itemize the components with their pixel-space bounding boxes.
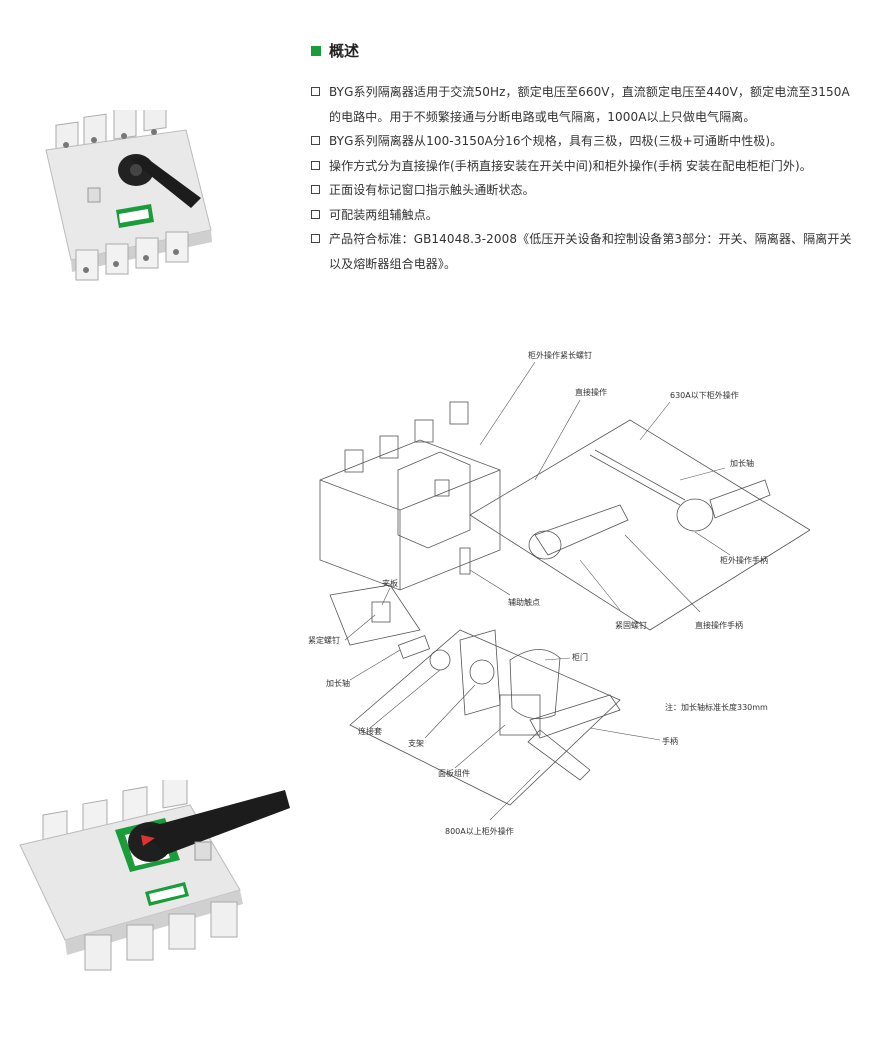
isolator-switch-photo-small [45, 110, 212, 281]
overview-list: BYG系列隔离器适用于交流50Hz，额定电压至660V，直流额定电压至440V，… [311, 80, 856, 276]
list-item: 产品符合标准：GB14048.3-2008《低压开关设备和控制设备第3部分：开关… [311, 227, 856, 276]
label-bracket: 支架 [408, 738, 424, 748]
bullet-text: 可配装两组辅触点。 [329, 207, 438, 222]
heading-square-icon [311, 45, 321, 56]
bullet-text: 正面设有标记窗口指示触头通断状态。 [329, 183, 535, 197]
label-set-screw: 紧定螺钉 [308, 635, 340, 645]
list-item: 正面设有标记窗口指示触头通断状态。 [311, 178, 856, 203]
isolator-switch-photo-large [19, 780, 290, 971]
list-item: BYG系列隔离器适用于交流50Hz，额定电压至660V，直流额定电压至440V，… [311, 80, 856, 129]
checkbox-square-icon [311, 160, 320, 170]
assembly-diagram: 柜外操作紧长螺钉 直接操作 630A以下柜外操作 加长轴 柜外操作手柄 辅助触点… [308, 350, 810, 836]
label-fix-screw: 紧固螺钉 [615, 620, 647, 630]
label-below-630: 630A以下柜外操作 [670, 390, 739, 400]
list-item: 可配装两组辅触点。 [311, 203, 856, 228]
bullet-text: BYG系列隔离器适用于交流50Hz，额定电压至660V，直流额定电压至440V，… [329, 85, 850, 124]
label-above-800: 800A以上柜外操作 [445, 826, 514, 836]
label-direct-handle: 直接操作手柄 [695, 620, 743, 630]
label-ext-shaft-top: 加长轴 [730, 458, 754, 468]
label-ext-shaft-left: 加长轴 [326, 678, 350, 688]
label-coupling: 连接套 [358, 726, 382, 736]
bullet-text: 操作方式分为直接操作(手柄直接安装在开关中间)和柜外操作(手柄 安装在配电柜柜门… [329, 158, 812, 173]
label-panel: 面板组件 [438, 768, 470, 778]
bullet-text: BYG系列隔离器从100-3150A分16个规格，具有三极，四极(三极+可通断中… [329, 134, 783, 148]
label-aux-contact: 辅助触点 [508, 597, 540, 607]
label-door: 柜门 [572, 652, 588, 662]
label-clamp: 夹板 [382, 578, 398, 588]
checkbox-square-icon [311, 136, 320, 145]
checkbox-square-icon [311, 185, 320, 194]
checkbox-square-icon [311, 234, 320, 243]
label-handle: 手柄 [662, 736, 678, 746]
overview-heading: 概述 [311, 40, 359, 61]
overview-title: 概述 [329, 42, 360, 60]
label-note: 注：加长轴标准长度330mm [665, 702, 768, 712]
label-long-screw: 柜外操作紧长螺钉 [528, 350, 592, 360]
checkbox-square-icon [311, 87, 320, 96]
list-item: 操作方式分为直接操作(手柄直接安装在开关中间)和柜外操作(手柄 安装在配电柜柜门… [311, 154, 856, 179]
label-direct-op: 直接操作 [575, 387, 607, 397]
bullet-text: 产品符合标准：GB14048.3-2008《低压开关设备和控制设备第3部分：开关… [329, 232, 852, 271]
label-cabinet-handle: 柜外操作手柄 [720, 555, 768, 565]
checkbox-square-icon [311, 209, 320, 219]
list-item: BYG系列隔离器从100-3150A分16个规格，具有三极，四极(三极+可通断中… [311, 129, 856, 154]
